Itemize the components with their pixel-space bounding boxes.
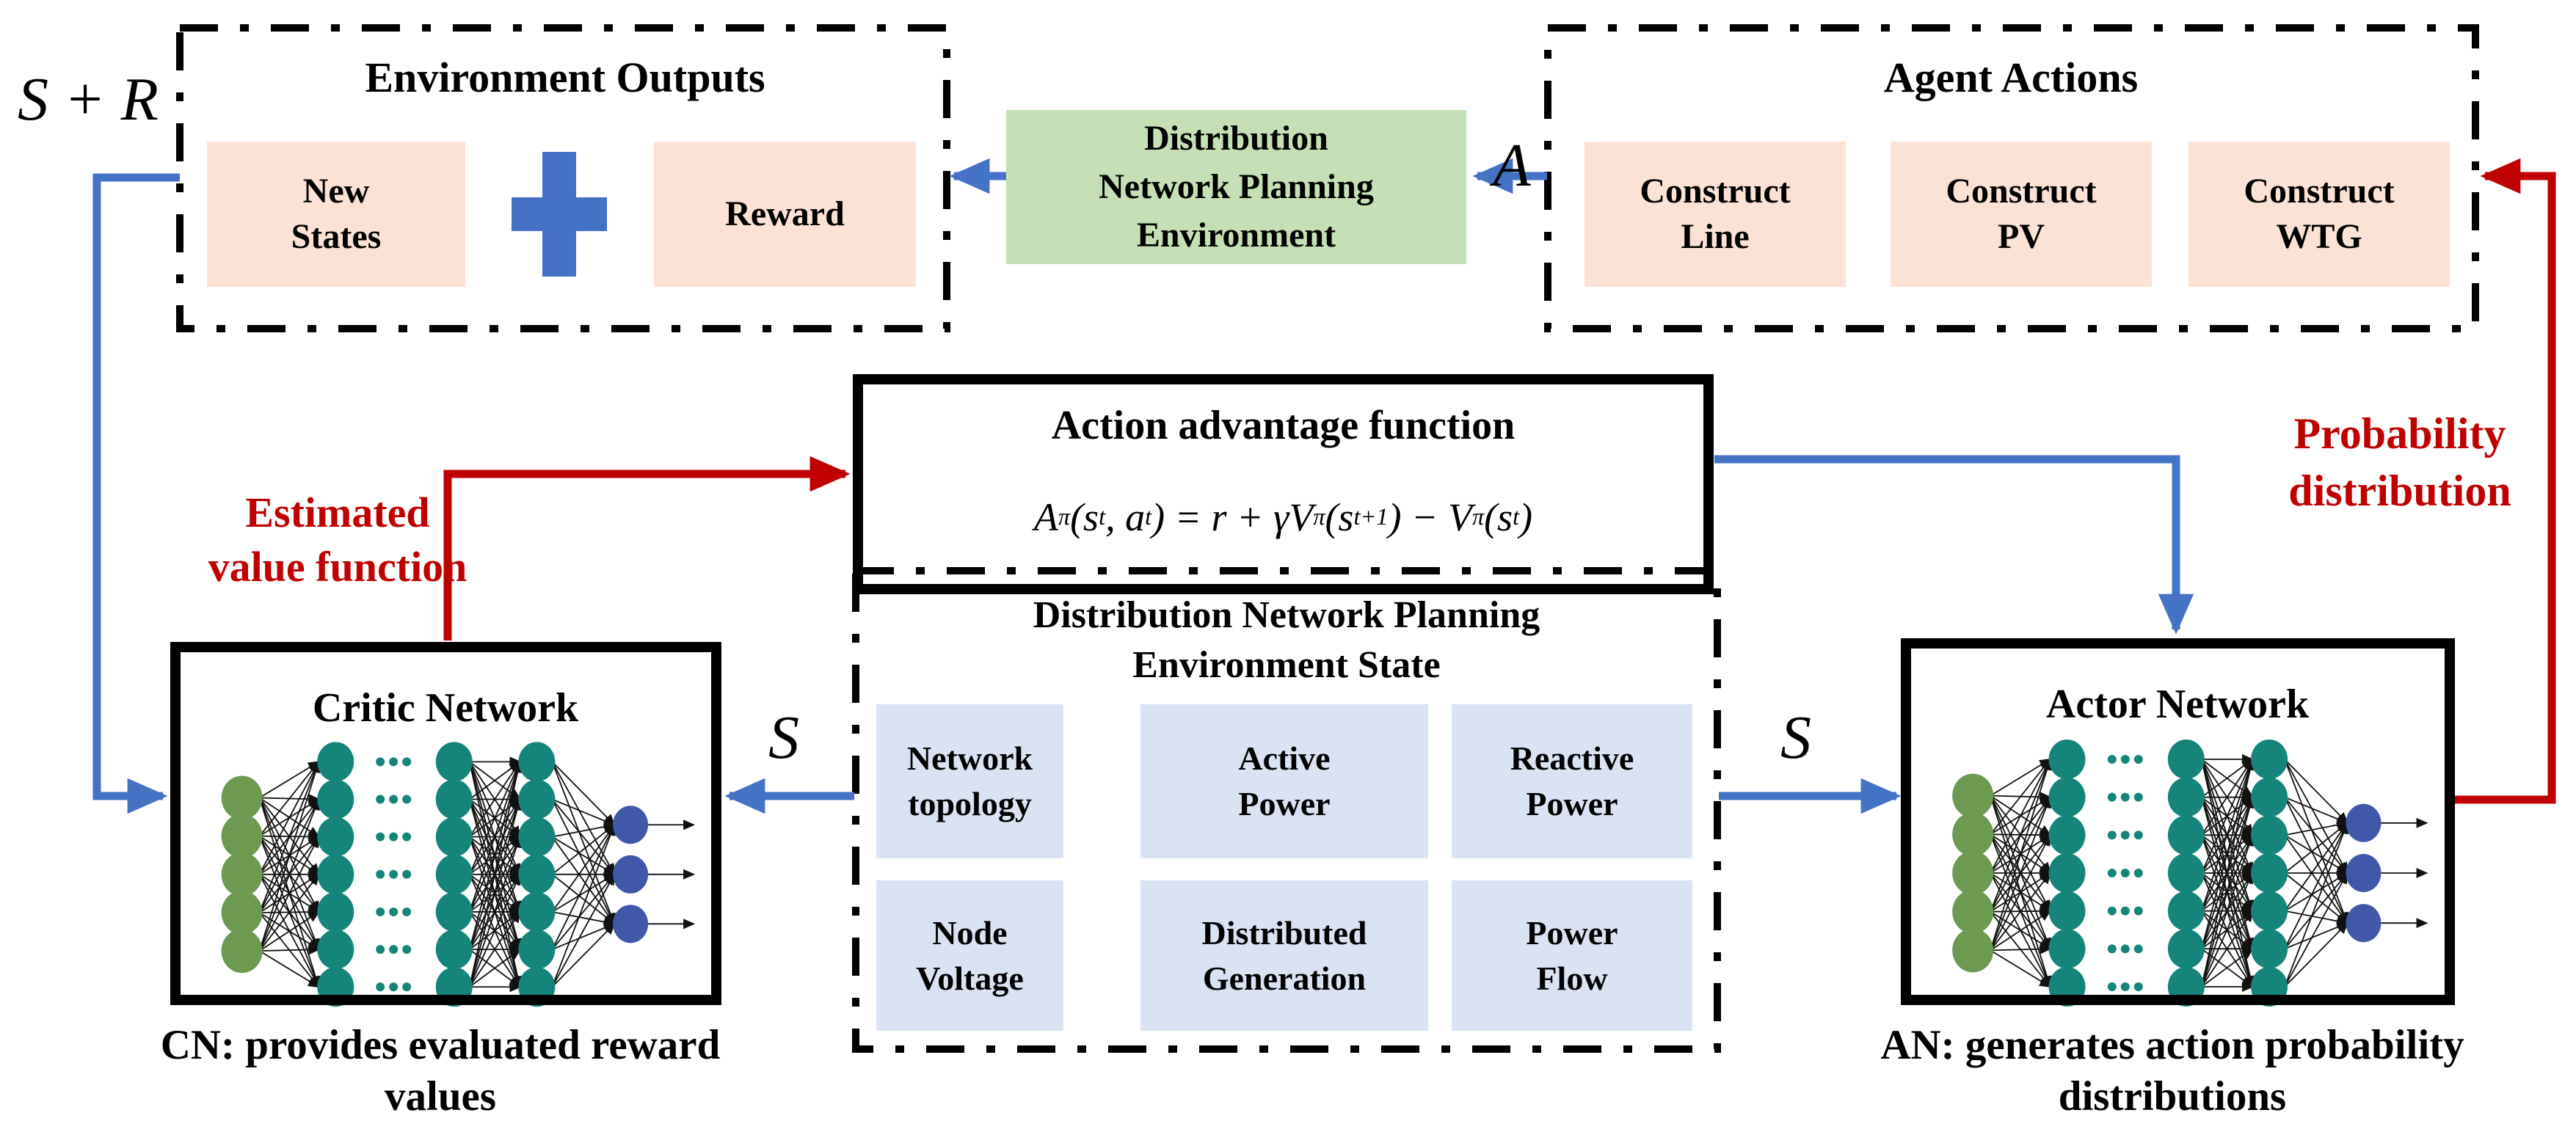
environment-state-frame: [852, 567, 1721, 1053]
state-reactive-power-box: Reactive Power: [1452, 704, 1692, 858]
state-label-left: S: [768, 703, 799, 772]
state-active-power-box: Active Power: [1140, 704, 1428, 858]
agent-actions-frame: [1544, 24, 2479, 332]
actor-network-caption: AN: generates action probability distrib…: [1880, 1022, 2464, 1120]
action-label: A: [1493, 131, 1531, 200]
probability-distribution-annotation: Probability distribution: [2288, 409, 2511, 515]
environment-outputs-frame: [176, 24, 950, 332]
state-network-topology-box: Network topology: [876, 704, 1063, 858]
new-states-box: New States: [207, 142, 465, 287]
critic-network-box: [170, 642, 721, 1005]
arrow-actor-to-actions: [2455, 158, 2556, 804]
estimated-value-annotation: Estimated value function: [208, 489, 467, 591]
state-distributed-generation-box: Distributed Generation: [1140, 880, 1428, 1031]
construct-pv-box: Construct PV: [1891, 142, 2152, 287]
advantage-function-box: [853, 374, 1714, 594]
advantage-function-title: Action advantage function: [1051, 403, 1516, 448]
planning-environment-box: Distribution Network Planning Environmen…: [1006, 110, 1466, 264]
state-label-right: S: [1780, 703, 1811, 772]
state-node-voltage-box: Node Voltage: [876, 880, 1063, 1031]
plus-icon: [512, 152, 607, 277]
actor-network-box: [1901, 638, 2455, 1005]
arrow-outputs-to-critic: [92, 173, 180, 814]
construct-wtg-box: Construct WTG: [2188, 142, 2450, 287]
critic-network-title: Critic Network: [312, 685, 579, 731]
state-power-flow-box: Power Flow: [1452, 880, 1692, 1031]
arrow-critic-to-advantage: [443, 456, 851, 640]
construct-line-box: Construct Line: [1584, 142, 1846, 287]
critic-neural-network: [221, 742, 696, 1007]
actor-network-title: Actor Network: [2045, 682, 2310, 727]
arrow-advantage-to-actor: [1714, 455, 2194, 635]
environment-outputs-title: Environment Outputs: [365, 53, 765, 101]
agent-actions-title: Agent Actions: [1883, 53, 2139, 101]
environment-state-title: Distribution Network Planning Environmen…: [1033, 594, 1540, 686]
critic-network-caption: CN: provides evaluated reward values: [160, 1022, 721, 1120]
reward-box: Reward: [654, 142, 916, 287]
state-reward-label: S + R: [18, 65, 159, 134]
